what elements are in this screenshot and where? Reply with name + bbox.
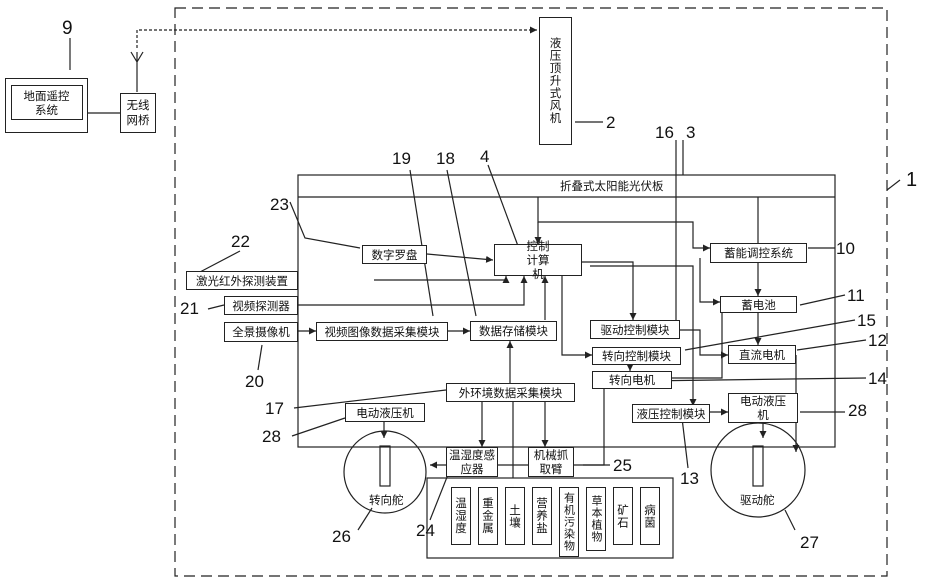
remote-label: 地面遥控系统 (23, 89, 71, 117)
control-computer: 控制计算机 (494, 244, 582, 276)
energy-storage-control-system: 蓄能调控系统 (710, 243, 807, 263)
laser-label: 激光红外探测装置 (196, 274, 288, 288)
video-acq-label: 视频图像数据采集模块 (325, 325, 440, 339)
electric-hydraulic-press-right: 电动液压机 (728, 393, 798, 423)
dc-motor-label: 直流电机 (739, 348, 785, 362)
ref-16: 16 (655, 124, 674, 141)
solar-panel-label: 折叠式太阳能光伏板 (560, 178, 664, 194)
environment-data-acquisition-module: 外环境数据采集模块 (446, 383, 575, 402)
digital-compass: 数字罗盘 (362, 245, 427, 264)
panoramic-camera: 全景摄像机 (224, 322, 298, 342)
mechanical-grab-arm: 机械抓取臂 (528, 447, 574, 477)
electric-hydraulic-press-left: 电动液压机 (345, 403, 425, 422)
ground-remote-control-system: 地面遥控系统 (5, 78, 88, 133)
sample-heavy-metal: 重金属 (478, 487, 498, 545)
hyd-ctrl-label: 液压控制模块 (637, 407, 706, 421)
battery: 蓄电池 (720, 296, 797, 313)
compass-label: 数字罗盘 (372, 248, 418, 262)
video-image-acquisition-module: 视频图像数据采集模块 (316, 322, 448, 341)
steer-ctrl-label: 转向控制模块 (602, 349, 671, 363)
data-store-label: 数据存储模块 (479, 324, 548, 338)
steering-control-module: 转向控制模块 (592, 347, 681, 365)
ref-18: 18 (436, 150, 455, 167)
hyd-right-label: 电动液压机 (740, 394, 786, 422)
sample-temp-humidity: 温湿度 (451, 487, 471, 545)
sample-bacteria: 病菌 (640, 487, 660, 545)
th-sensor-label: 温湿度感应器 (449, 448, 495, 476)
ref-25: 25 (613, 457, 632, 474)
ref-12: 12 (868, 332, 887, 349)
drive-ctrl-label: 驱动控制模块 (601, 323, 670, 337)
ref-3: 3 (686, 124, 695, 141)
sample-herbaceous-plant: 草本植物 (586, 487, 606, 551)
ref-22: 22 (231, 233, 250, 250)
ref-20: 20 (245, 373, 264, 390)
computer-label: 控制计算机 (521, 239, 555, 281)
hydraulic-control-module: 液压控制模块 (632, 404, 710, 423)
steering-wheel-label: 转向舵 (369, 492, 404, 508)
ref-4: 4 (480, 148, 489, 165)
ref-21: 21 (180, 300, 199, 317)
ref-9: 9 (62, 20, 73, 37)
drive-control-module: 驱动控制模块 (590, 320, 680, 339)
ref-23: 23 (270, 196, 289, 213)
sample-ore: 矿石 (613, 487, 633, 545)
env-acq-label: 外环境数据采集模块 (459, 386, 563, 400)
ref-15: 15 (857, 312, 876, 329)
ref-11: 11 (847, 287, 865, 304)
fan-label: 液压顶升式风机 (549, 37, 563, 125)
ref-28-left: 28 (262, 428, 281, 445)
ref-24: 24 (416, 522, 435, 539)
ref-2: 2 (606, 114, 615, 131)
steer-motor-label: 转向电机 (609, 373, 655, 387)
sample-organic-pollutant: 有机污染物 (559, 487, 579, 557)
wireless-bridge: 无线网桥 (120, 93, 156, 133)
arm-label: 机械抓取臂 (533, 448, 569, 476)
video-detector: 视频探测器 (224, 296, 298, 315)
ref-26: 26 (332, 528, 351, 545)
sample-soil: 土壤 (505, 487, 525, 545)
video-detector-label: 视频探测器 (232, 299, 290, 313)
storage-ctrl-label: 蓄能调控系统 (724, 246, 793, 260)
battery-label: 蓄电池 (741, 298, 776, 312)
ref-10: 10 (836, 240, 855, 257)
hyd-left-label: 电动液压机 (356, 406, 414, 420)
dc-motor: 直流电机 (728, 345, 796, 364)
ref-28-right: 28 (848, 402, 867, 419)
wireless-bridge-label: 无线网桥 (125, 98, 151, 128)
sample-nutrient-salt: 营养盐 (532, 487, 552, 545)
data-storage-module: 数据存储模块 (470, 321, 557, 341)
ref-17: 17 (265, 400, 284, 417)
ref-13: 13 (680, 470, 699, 487)
steering-motor: 转向电机 (592, 371, 672, 389)
drive-wheel-label: 驱动舵 (740, 492, 775, 508)
laser-infrared-detector: 激光红外探测装置 (186, 271, 298, 290)
ref-1: 1 (906, 172, 917, 189)
temperature-humidity-sensor: 温湿度感应器 (446, 447, 498, 477)
hydraulic-lift-wind-turbine: 液压顶升式风机 (539, 17, 572, 145)
ref-14: 14 (868, 370, 887, 387)
ref-19: 19 (392, 150, 411, 167)
system-frame (175, 8, 887, 576)
ref-27: 27 (800, 534, 819, 551)
panorama-label: 全景摄像机 (232, 325, 290, 339)
